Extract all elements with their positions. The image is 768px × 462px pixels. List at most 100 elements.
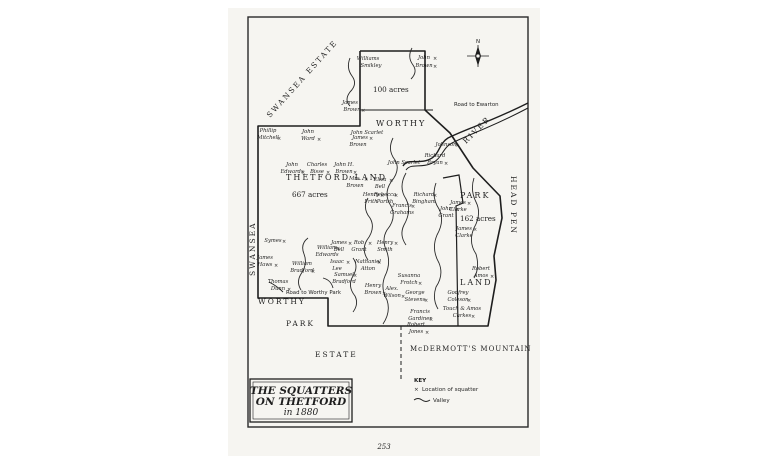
- land-label: LAND: [460, 278, 493, 287]
- squatter-name-40: Bell: [333, 247, 345, 253]
- squatter-name-27: Henry: [362, 192, 379, 198]
- squatter-name-31: Richard: [413, 192, 435, 198]
- road-ewarton: Road to Ewarton: [454, 102, 499, 108]
- squatter-name-14: Richard: [424, 153, 446, 159]
- squatter-marker-77: ×: [425, 330, 429, 336]
- squatter-marker-29: ×: [394, 193, 398, 199]
- key-valley-symbol: [413, 398, 431, 402]
- acreage-park: 162 acres: [460, 214, 496, 223]
- squatter-name-25: Eliza: [373, 177, 387, 183]
- squatter-marker-25: ×: [389, 178, 393, 184]
- squatter-marker-75: ×: [429, 317, 433, 323]
- thetford-boundary: [257, 50, 503, 327]
- squatter-marker-41: ×: [368, 241, 372, 247]
- squatter-name-0: Williams: [357, 56, 380, 62]
- swansea-left-label: SWANSEA: [248, 222, 257, 276]
- squatter-name-8: John: [301, 129, 314, 135]
- compass-north: N: [476, 39, 480, 45]
- squatter-name-54: Bradford: [331, 279, 356, 285]
- squatter-marker-27: ×: [380, 193, 384, 199]
- squatter-name-18: Charles: [307, 162, 328, 168]
- squatter-name-26: Bell: [374, 184, 386, 190]
- squatter-name-32: Bingham: [411, 199, 436, 205]
- squatter-name-77: Jones: [408, 329, 424, 335]
- squatter-name-16: John: [285, 162, 298, 168]
- squatter-marker-65: ×: [418, 281, 422, 287]
- acreage-worthy: 100 acres: [373, 85, 409, 94]
- squatter-name-33: Francis: [391, 203, 412, 209]
- squatter-name-75: Gardiner: [408, 316, 432, 322]
- squatter-name-17: Edwards: [279, 169, 303, 175]
- river: [402, 102, 529, 167]
- estate-bottom-label: ESTATE: [315, 350, 358, 359]
- map-key: KEY × Location of squatter Valley: [413, 378, 479, 404]
- squatter-marker-67: ×: [401, 294, 405, 300]
- squatter-marker-3: ×: [433, 64, 437, 70]
- key-valley-label: Valley: [433, 398, 450, 404]
- squatter-marker-63: ×: [382, 291, 386, 297]
- squatter-name-67: Wilson: [383, 293, 401, 299]
- squatter-name-35: James: [449, 200, 466, 206]
- squatter-name-50: Edwards: [314, 252, 338, 258]
- title-line-2: ON THETFORD: [256, 396, 347, 408]
- squatter-name-30: Parish: [376, 199, 394, 205]
- squatter-name-1: John: [417, 55, 430, 61]
- mcdermott-label: McDERMOTT'S MOUNTAIN: [410, 345, 532, 353]
- thetford-map: ××××××××××××××××××××××××××××××××××××××××…: [247, 16, 532, 451]
- squatter-name-10: John Scarlet: [350, 130, 384, 136]
- squatter-marker-23: ×: [364, 177, 368, 183]
- squatter-marker-37: ×: [455, 207, 459, 213]
- squatter-name-5: Brown: [342, 107, 360, 113]
- squatter-marker-31: ×: [433, 193, 437, 199]
- squatter-name-52: Lee: [331, 266, 342, 272]
- park-label: PARK: [460, 191, 490, 200]
- squatter-name-78: Touch & Amos: [443, 306, 481, 312]
- squatter-name-57: Haws: [257, 262, 273, 268]
- squatter-name-68: George: [405, 290, 424, 296]
- worthy-land-label: WORTHY: [376, 119, 426, 128]
- key-location-label: Location of squatter: [422, 387, 479, 393]
- squatter-name-38: Grant: [438, 213, 454, 219]
- title-cartouche: THE SQUATTERS ON THETFORD in 1880: [249, 378, 353, 423]
- squatter-name-61: Dunn: [270, 286, 285, 292]
- squatter-marker-35: ×: [467, 201, 471, 207]
- squatter-marker-43: ×: [394, 241, 398, 247]
- squatter-marker-53: ×: [353, 273, 357, 279]
- squatter-marker-57: ×: [274, 263, 278, 269]
- road-worthy-park: Road to Worthy Park: [286, 290, 342, 296]
- squatter-name-47: James: [455, 226, 472, 232]
- squatter-name-74: Francis: [409, 309, 430, 315]
- thetford-land-label: THETFORD LAND: [286, 173, 387, 182]
- squatter-name-7: Mitchell: [256, 135, 279, 141]
- squatter-name-66: Alex.: [384, 286, 398, 292]
- squatter-marker-69: ×: [424, 298, 428, 304]
- squatter-name-73: Coleson: [448, 297, 469, 303]
- squatter-name-3: Brown: [414, 63, 432, 69]
- squatter-name-4: James: [341, 100, 358, 106]
- squatter-name-43: Henry: [376, 240, 393, 246]
- squatter-marker-45: ×: [377, 260, 381, 266]
- squatter-name-21: Brown: [334, 169, 352, 175]
- squatter-name-48: Clarke: [455, 233, 472, 239]
- valleys: [298, 47, 479, 325]
- book-page: ××××××××××××××××××××××××××××××××××××××××…: [228, 8, 540, 456]
- squatter-name-62: Henry: [364, 283, 381, 289]
- squatter-marker-21: ×: [353, 170, 357, 176]
- squatter-name-72: Godfrey: [448, 290, 469, 296]
- squatter-name-60: Thomas: [268, 279, 289, 285]
- squatter-name-51: Isaac: [329, 259, 344, 265]
- squatter-name-69: Stevens: [405, 297, 426, 303]
- squatter-marker-71: ×: [490, 274, 494, 280]
- squatter-marker-51: ×: [346, 260, 350, 266]
- squatter-marker-59: ×: [311, 269, 315, 275]
- squatter-name-79: Carkes: [453, 313, 472, 319]
- squatter-marker-1: ×: [433, 56, 437, 62]
- squatter-name-49: William: [317, 245, 337, 251]
- squatter-name-9: Ward: [301, 136, 315, 142]
- squatter-marker-73: ×: [467, 298, 471, 304]
- squatter-marker-55: ×: [282, 239, 286, 245]
- squatter-name-6: Phillip: [259, 128, 277, 134]
- compass-rose: [467, 45, 489, 67]
- squatter-name-70: Robert: [471, 266, 491, 272]
- squatter-locations: ××××××××××××××××××××××××××××××××××××××××: [274, 56, 494, 336]
